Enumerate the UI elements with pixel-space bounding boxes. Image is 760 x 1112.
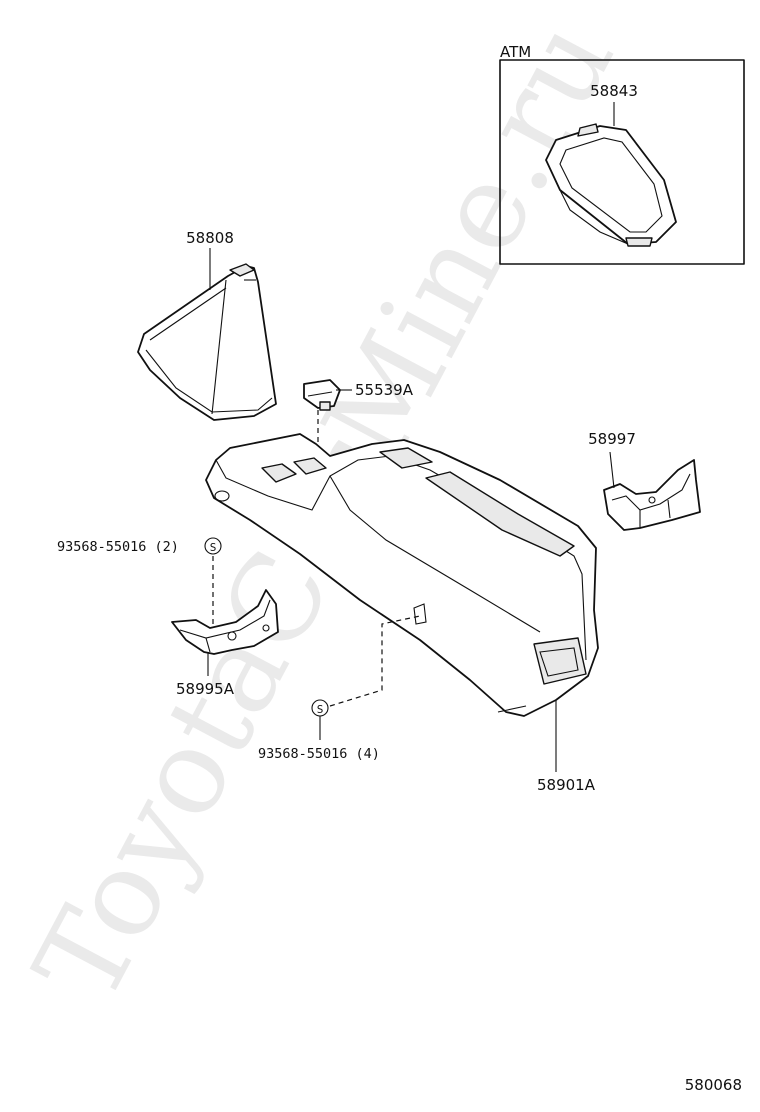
label-58997: 58997	[588, 430, 636, 448]
label-55539A: 55539A	[355, 381, 414, 399]
part-58843-shape	[545, 123, 677, 247]
part-58997-shape	[603, 459, 701, 531]
label-58808: 58808	[186, 229, 234, 247]
part-58808-shape	[137, 263, 277, 421]
label-93568-55016-4: 93568-55016 (4)	[258, 746, 380, 762]
screw-symbol-upper: S	[204, 537, 222, 555]
screw-symbol-lower-letter: S	[317, 703, 324, 716]
label-93568-55016-2: 93568-55016 (2)	[57, 539, 179, 555]
label-58995A: 58995A	[176, 680, 235, 698]
atm-inset-label: ATM	[500, 43, 531, 61]
screw-symbol-lower: S	[311, 699, 329, 717]
part-58995A-shape	[171, 589, 279, 655]
part-58901A-shape	[205, 433, 599, 717]
label-58901A: 58901A	[537, 776, 596, 794]
label-58843: 58843	[590, 82, 638, 100]
screw-symbol-upper-letter: S	[210, 541, 217, 554]
atm-inset-frame	[499, 59, 745, 265]
atm-inset: ATM 58843	[499, 43, 745, 265]
figure-number: 580068	[685, 1076, 742, 1094]
part-55539A-shape	[303, 379, 341, 411]
